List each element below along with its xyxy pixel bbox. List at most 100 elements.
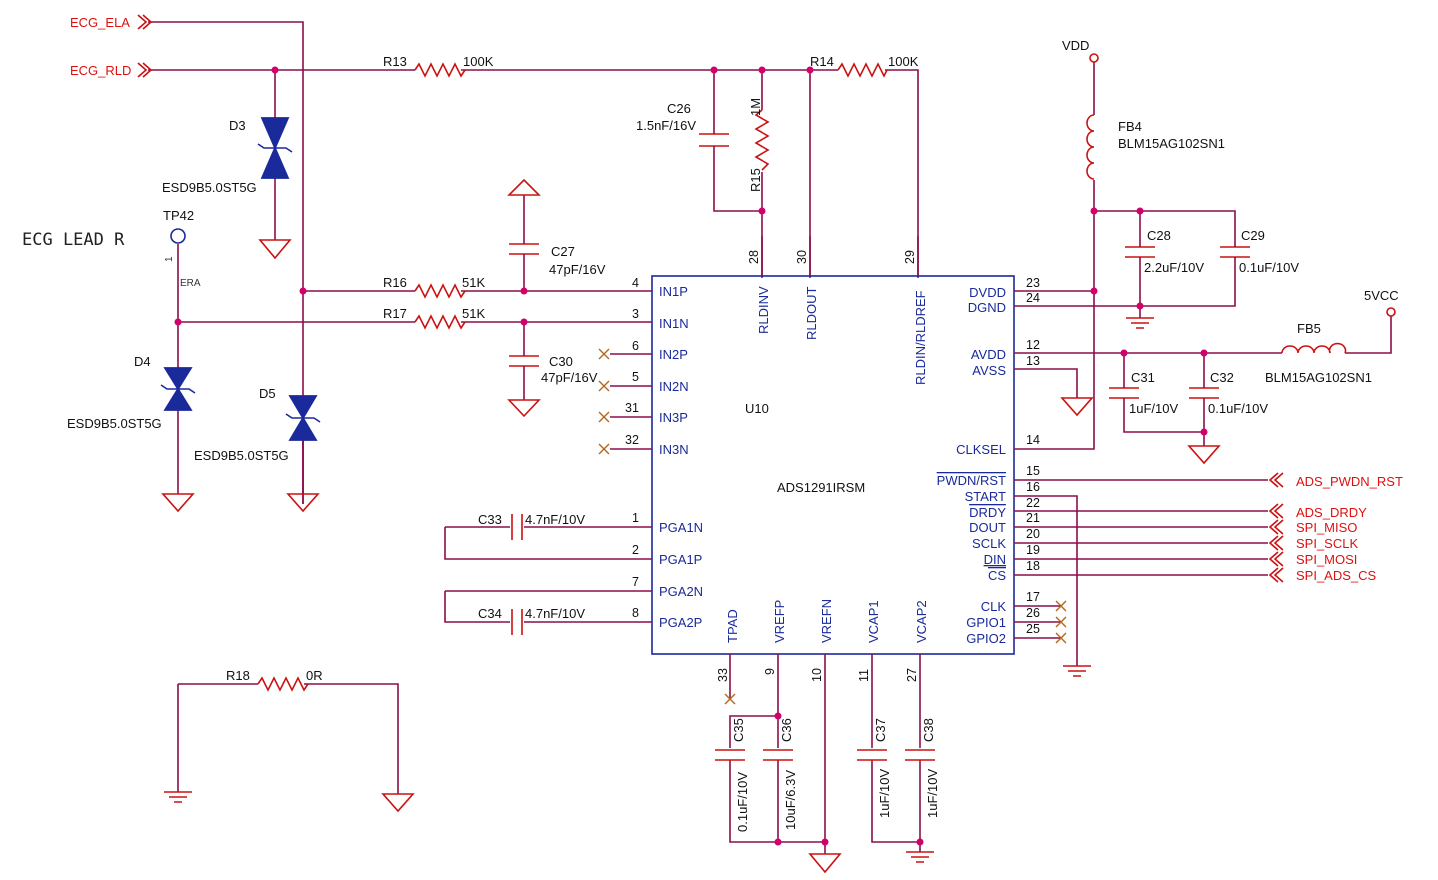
net-ecg-ela: ECG_ELA (70, 15, 130, 30)
pin-vrefp-num: 9 (763, 668, 777, 675)
gnd-d4 (161, 493, 195, 513)
pin-clksel-num: 14 (1026, 433, 1040, 447)
capacitor-c36: C36 10uF/6.3V (763, 718, 798, 830)
c37-value: 1uF/10V (877, 769, 892, 818)
pin-gpio1-name: GPIO1 (966, 615, 1006, 630)
c31-ref: C31 (1131, 370, 1155, 385)
c29-value: 0.1uF/10V (1239, 260, 1299, 275)
bead-fb5: FB5 BLM15AG102SN1 (1265, 321, 1372, 385)
ic-part: ADS1291IRSM (777, 480, 865, 495)
gnd-c30 (507, 399, 541, 418)
net-ads-drdy: ADS_DRDY (1296, 505, 1367, 520)
gnd-c32 (1187, 445, 1221, 465)
c32-ref: C32 (1210, 370, 1234, 385)
pin-in3n-num: 32 (625, 433, 639, 447)
c35-value: 0.1uF/10V (735, 772, 750, 832)
pin-pga1n-num: 1 (632, 511, 639, 525)
pin-in1n-name: IN1N (659, 316, 689, 331)
pin-pga2n-num: 7 (632, 575, 639, 589)
pin-in2p-name: IN2P (659, 347, 688, 362)
port-spi-sclk (1268, 535, 1284, 551)
pin-vrefp-name: VREFP (772, 600, 787, 643)
c38-ref: C38 (921, 718, 936, 742)
pin-gpio1-num: 26 (1026, 606, 1040, 620)
port-ads-drdy (1268, 503, 1284, 519)
diode-d3: D3 ESD9B5.0ST5G (162, 117, 293, 195)
pin-rldout-num: 30 (795, 250, 809, 264)
gnd-dgnd (1126, 317, 1154, 329)
capacitor-c26: C26 1.5nF/16V (636, 101, 729, 150)
resistor-r15: 1M R15 (748, 98, 770, 192)
c33-value: 4.7nF/10V (525, 512, 585, 527)
pin-avss-name: AVSS (972, 363, 1006, 378)
pin-pwdn-rst-num: 15 (1026, 464, 1040, 478)
c33-ref: C33 (478, 512, 502, 527)
pin-vcap1-name: VCAP1 (866, 600, 881, 643)
pin-rldinv-num: 28 (747, 250, 761, 264)
d4-part: ESD9B5.0ST5G (67, 416, 162, 431)
net-5vcc: 5VCC (1364, 288, 1399, 303)
capacitor-c37: C37 1uF/10V (857, 718, 892, 818)
net-spi-ads-cs: SPI_ADS_CS (1296, 568, 1377, 583)
net-labels: ECG_ELA ECG_RLD VDD 5VCC ADS_PWDN_RST AD… (22, 14, 1403, 583)
pin-vrefn-name: VREFN (819, 599, 834, 643)
pin-rldin-rldref-name: RLDIN/RLDREF (913, 290, 928, 385)
capacitor-c33: C33 4.7nF/10V (478, 512, 585, 540)
ic-ref: U10 (745, 401, 769, 416)
junction-dots (174, 66, 1208, 846)
resistor-r13: R13 100K (383, 54, 494, 78)
r13-ref: R13 (383, 54, 407, 69)
pin-avss-num: 13 (1026, 354, 1040, 368)
capacitor-c27: C27 47pF/16V (509, 240, 606, 277)
net-spi-miso: SPI_MISO (1296, 520, 1357, 535)
fb5-part: BLM15AG102SN1 (1265, 370, 1372, 385)
pin-dgnd-num: 24 (1026, 291, 1040, 305)
pin-in3p-name: IN3P (659, 410, 688, 425)
r16-value: 51K (462, 275, 485, 290)
d3-part: ESD9B5.0ST5G (162, 180, 257, 195)
d5-part: ESD9B5.0ST5G (194, 448, 289, 463)
c32-value: 0.1uF/10V (1208, 401, 1268, 416)
power-c27 (507, 178, 541, 196)
diode-d4: D4 ESD9B5.0ST5G (67, 354, 196, 431)
pin-in1n-num: 3 (632, 307, 639, 321)
port-ecg-ela (137, 14, 153, 30)
pin-pga2n-name: PGA2N (659, 584, 703, 599)
pin-dvdd-num: 23 (1026, 276, 1040, 290)
resistor-r16: R16 51K (383, 275, 485, 299)
pin-drdy-name: DRDY (969, 505, 1006, 520)
c36-value: 10uF/6.3V (783, 770, 798, 830)
capacitor-c38: C38 1uF/10V (905, 718, 940, 818)
diode-d5: D5 ESD9B5.0ST5G (194, 386, 321, 463)
pin-dout-name: DOUT (969, 520, 1006, 535)
pin-avdd-name: AVDD (971, 347, 1006, 362)
label-tp42: TP42 (163, 208, 194, 223)
pin-sclk-name: SCLK (972, 536, 1006, 551)
pin-in2n-name: IN2N (659, 379, 689, 394)
pin-dout-num: 21 (1026, 511, 1040, 525)
r17-ref: R17 (383, 306, 407, 321)
no-connect-marks (598, 348, 1067, 705)
gnd-start (1063, 665, 1091, 677)
c37-ref: C37 (873, 718, 888, 742)
r18-value: 0R (306, 668, 323, 683)
fb5-ref: FB5 (1297, 321, 1321, 336)
pin-gpio2-name: GPIO2 (966, 631, 1006, 646)
pin-sclk-num: 20 (1026, 527, 1040, 541)
pin-pga1n-name: PGA1N (659, 520, 703, 535)
pin-avdd-num: 12 (1026, 338, 1040, 352)
c35-ref: C35 (731, 718, 746, 742)
pin-pga1p-num: 2 (632, 543, 639, 557)
pin-rldout-name: RLDOUT (804, 286, 819, 340)
pin-cs-num: 18 (1026, 559, 1040, 573)
capacitor-c31: C31 1uF/10V (1109, 370, 1178, 416)
c27-ref: C27 (551, 244, 575, 259)
pin-din-name: DIN (984, 552, 1006, 567)
port-spi-mosi (1268, 551, 1284, 567)
pin-dgnd-name: DGND (968, 300, 1006, 315)
net-era: ERA (180, 278, 201, 289)
port-ads-pwdn-rst (1268, 472, 1284, 488)
c34-ref: C34 (478, 606, 502, 621)
pin-pwdn-rst-name: PWDN/RST (937, 473, 1006, 488)
